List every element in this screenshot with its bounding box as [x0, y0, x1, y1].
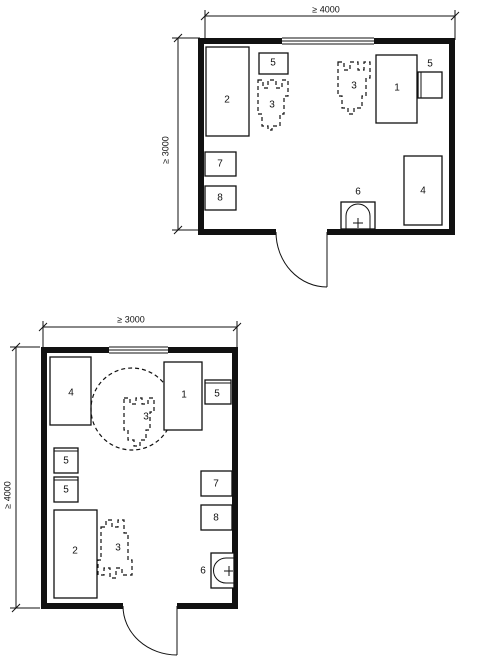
svg-text:5: 5 [427, 59, 433, 70]
plan-bottom-width-dimension: ≥ 3000 [38, 314, 242, 348]
plan-top-door [275, 231, 328, 288]
svg-text:5: 5 [214, 389, 220, 400]
svg-text:5: 5 [270, 58, 276, 69]
plan-top-item-1: 1 [375, 54, 418, 124]
svg-text:1: 1 [181, 390, 187, 401]
plan-bottom-item-5c: 5 [53, 476, 79, 503]
plan-bottom-walls [41, 347, 238, 609]
plan-bottom-item-8: 8 [200, 504, 233, 531]
plan-top-chair-3a: 3 [257, 79, 289, 131]
plan-top-item-4: 4 [403, 155, 443, 226]
svg-text:3: 3 [115, 543, 121, 554]
plan-top-walls [198, 38, 455, 235]
svg-text:7: 7 [213, 479, 219, 490]
plan-bottom-chair-3b: 3 [97, 519, 133, 579]
plan-top-item-5a: 5 [258, 52, 289, 75]
plan-top-width-dimension: ≥ 4000 [200, 4, 460, 40]
svg-text:2: 2 [224, 95, 230, 106]
svg-text:5: 5 [63, 485, 69, 496]
plan-bottom: ≥ 3000 ≥ 4000 [2, 314, 242, 656]
plan-bottom-clearance-circle [90, 367, 174, 451]
plan-bottom-item-2: 2 [53, 509, 98, 599]
svg-text:7: 7 [217, 159, 223, 170]
plan-top-window [282, 37, 374, 45]
plan-bottom-item-5a: 5 [204, 379, 232, 405]
plan-top-item-7: 7 [204, 151, 237, 177]
plan-bottom-door [122, 605, 178, 656]
plan-bottom-item-5b: 5 [53, 447, 79, 474]
svg-text:3: 3 [351, 81, 357, 92]
svg-text:1: 1 [394, 83, 400, 94]
svg-text:6: 6 [200, 566, 206, 577]
svg-text:5: 5 [63, 456, 69, 467]
plan-top-depth-dimension: ≥ 3000 [160, 33, 200, 235]
plan-bottom-item-1: 1 [163, 361, 203, 431]
plan-bottom-chair-3a: 3 [123, 397, 155, 447]
plan-bottom-item-4: 4 [49, 356, 92, 426]
plan-bottom-window [109, 346, 168, 354]
plan-top-depth-label: ≥ 3000 [160, 136, 170, 163]
svg-text:8: 8 [217, 193, 223, 204]
svg-text:3: 3 [269, 100, 275, 111]
svg-text:6: 6 [355, 187, 361, 198]
plan-top-item-2: 2 [205, 46, 250, 137]
plan-top-item-6-sink: 6 [340, 187, 376, 230]
plan-top-width-label: ≥ 4000 [312, 4, 339, 14]
svg-text:8: 8 [213, 513, 219, 524]
plan-top-item-5b: 5 [417, 59, 443, 99]
plan-bottom-item-6-sink: 6 [200, 552, 235, 589]
plan-top-chair-3b: 3 [337, 61, 371, 115]
svg-text:4: 4 [420, 186, 426, 197]
svg-text:3: 3 [143, 412, 149, 423]
plan-bottom-width-label: ≥ 3000 [117, 314, 144, 324]
plan-bottom-item-7: 7 [200, 470, 233, 497]
svg-text:2: 2 [72, 546, 78, 557]
plan-top: ≥ 4000 ≥ 3000 [160, 4, 460, 288]
svg-text:4: 4 [68, 388, 74, 399]
plan-bottom-depth-label: ≥ 4000 [2, 481, 12, 508]
plan-bottom-depth-dimension: ≥ 4000 [2, 342, 40, 613]
plan-top-item-8: 8 [204, 185, 237, 211]
